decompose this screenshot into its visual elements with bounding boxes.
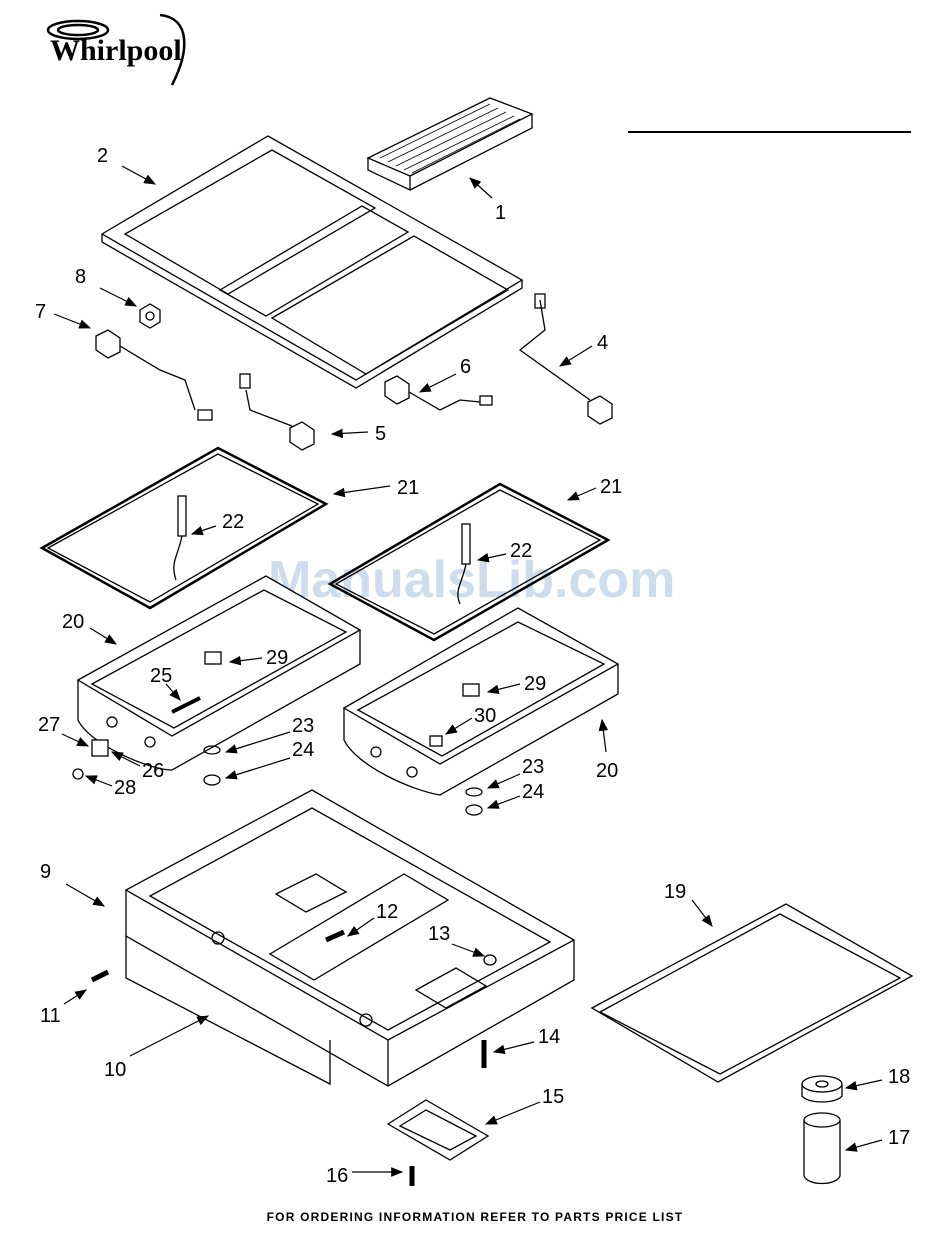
footer-note: FOR ORDERING INFORMATION REFER TO PARTS …: [0, 1210, 950, 1224]
part-switch-6: [385, 376, 492, 410]
callout-30: 30: [474, 705, 496, 727]
callout-24-right: 24: [522, 781, 544, 803]
part-switch-5: [240, 374, 314, 450]
part-chassis-9: [126, 790, 574, 1086]
part-tray-19: [592, 904, 912, 1082]
part-grille: [368, 98, 532, 190]
part-sensor-22-left: [174, 496, 186, 580]
callout-5: 5: [375, 423, 386, 445]
callout-14: 14: [538, 1026, 560, 1048]
callout-8: 8: [75, 266, 86, 288]
callout-24-left: 24: [292, 739, 314, 761]
callout-28: 28: [114, 777, 136, 799]
watermark-text: ManualsLib.com: [268, 551, 675, 609]
callout-22-left: 22: [222, 511, 244, 533]
callout-20-right: 20: [596, 760, 618, 782]
callout-1: 1: [495, 202, 506, 224]
callout-17: 17: [888, 1127, 910, 1149]
callout-29-right: 29: [524, 673, 546, 695]
callout-12: 12: [376, 901, 398, 923]
callout-23-left: 23: [292, 715, 314, 737]
part-switch-7: [96, 330, 212, 420]
callout-22-right: 22: [510, 540, 532, 562]
callout-6: 6: [460, 356, 471, 378]
callout-23-right: 23: [522, 756, 544, 778]
part-plate-15: [388, 1100, 488, 1160]
callout-27: 27: [38, 714, 60, 736]
callout-19: 19: [664, 881, 686, 903]
callout-2: 2: [97, 145, 108, 167]
callout-21-right: 21: [600, 476, 622, 498]
part-jar-17: [804, 1113, 840, 1184]
part-pan-20-right: [344, 608, 618, 795]
callout-7: 7: [35, 301, 46, 323]
callout-18: 18: [888, 1066, 910, 1088]
callout-10: 10: [104, 1059, 126, 1081]
callout-4: 4: [597, 332, 608, 354]
callout-29-left: 29: [266, 647, 288, 669]
callout-15: 15: [542, 1086, 564, 1108]
callout-13: 13: [428, 923, 450, 945]
part-nut-8: [140, 304, 160, 328]
callout-26: 26: [142, 760, 164, 782]
part-pan-20-left: [78, 576, 360, 770]
callout-11: 11: [40, 1005, 61, 1027]
callout-16: 16: [326, 1165, 348, 1187]
part-switch-4: [520, 294, 612, 424]
callout-20-left: 20: [62, 611, 84, 633]
part-lid-18: [802, 1076, 842, 1102]
part-top-frame: [102, 136, 522, 388]
callout-21-left: 21: [397, 477, 419, 499]
callout-9: 9: [40, 861, 51, 883]
callout-25: 25: [150, 665, 172, 687]
